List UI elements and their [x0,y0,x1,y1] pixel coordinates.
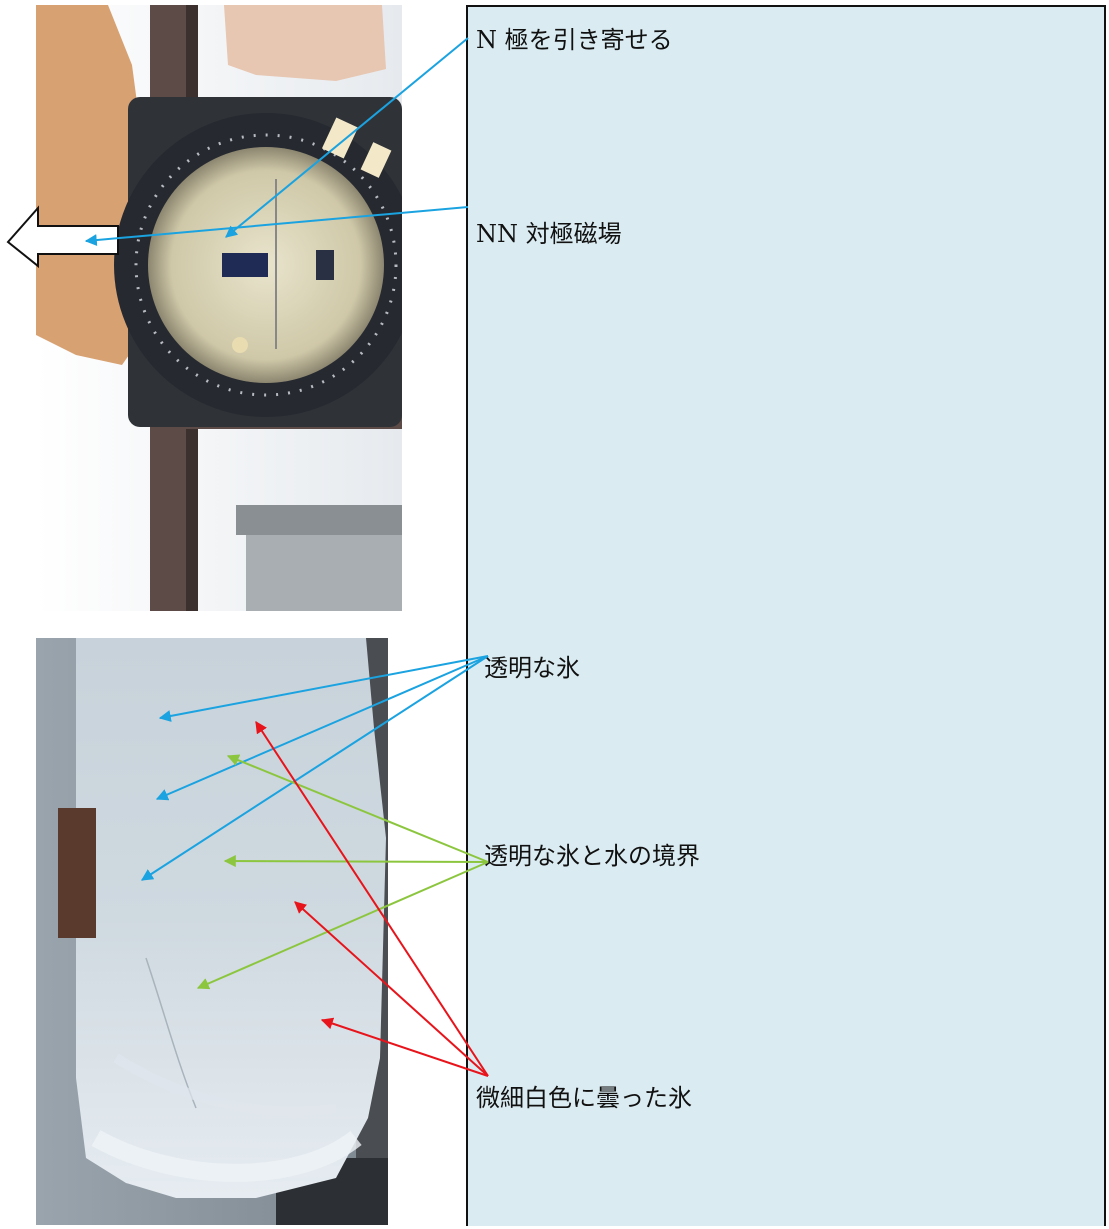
arrow-clear-ice-2 [155,655,489,801]
arrow-boundary-3 [196,861,489,990]
annotation-panel [466,5,1106,1226]
arrow-boundary-2 [223,855,489,868]
label-nn-opposite-field: NN 対極磁場 [476,220,622,248]
label-ice-water-boundary: 透明な氷と水の境界 [484,842,700,870]
arrow-nn-field [84,206,469,247]
label-cloudy-ice: 微細白色に曇った氷 [476,1084,692,1112]
arrow-cloudy-ice-3 [320,1017,489,1077]
arrow-boundary-1 [226,754,489,863]
label-clear-ice: 透明な氷 [484,654,580,682]
arrow-cloudy-ice-1 [255,720,489,1077]
hollow-left-arrow-icon [6,205,119,269]
arrow-attract-n [225,37,469,238]
arrow-cloudy-ice-2 [294,901,489,1077]
ice-bottle-photo [36,638,388,1225]
compass-photo [36,5,402,611]
label-attract-n-pole: N 極を引き寄せる [476,26,673,54]
arrow-clear-ice-3 [140,655,489,881]
arrow-clear-ice-1 [158,655,489,722]
